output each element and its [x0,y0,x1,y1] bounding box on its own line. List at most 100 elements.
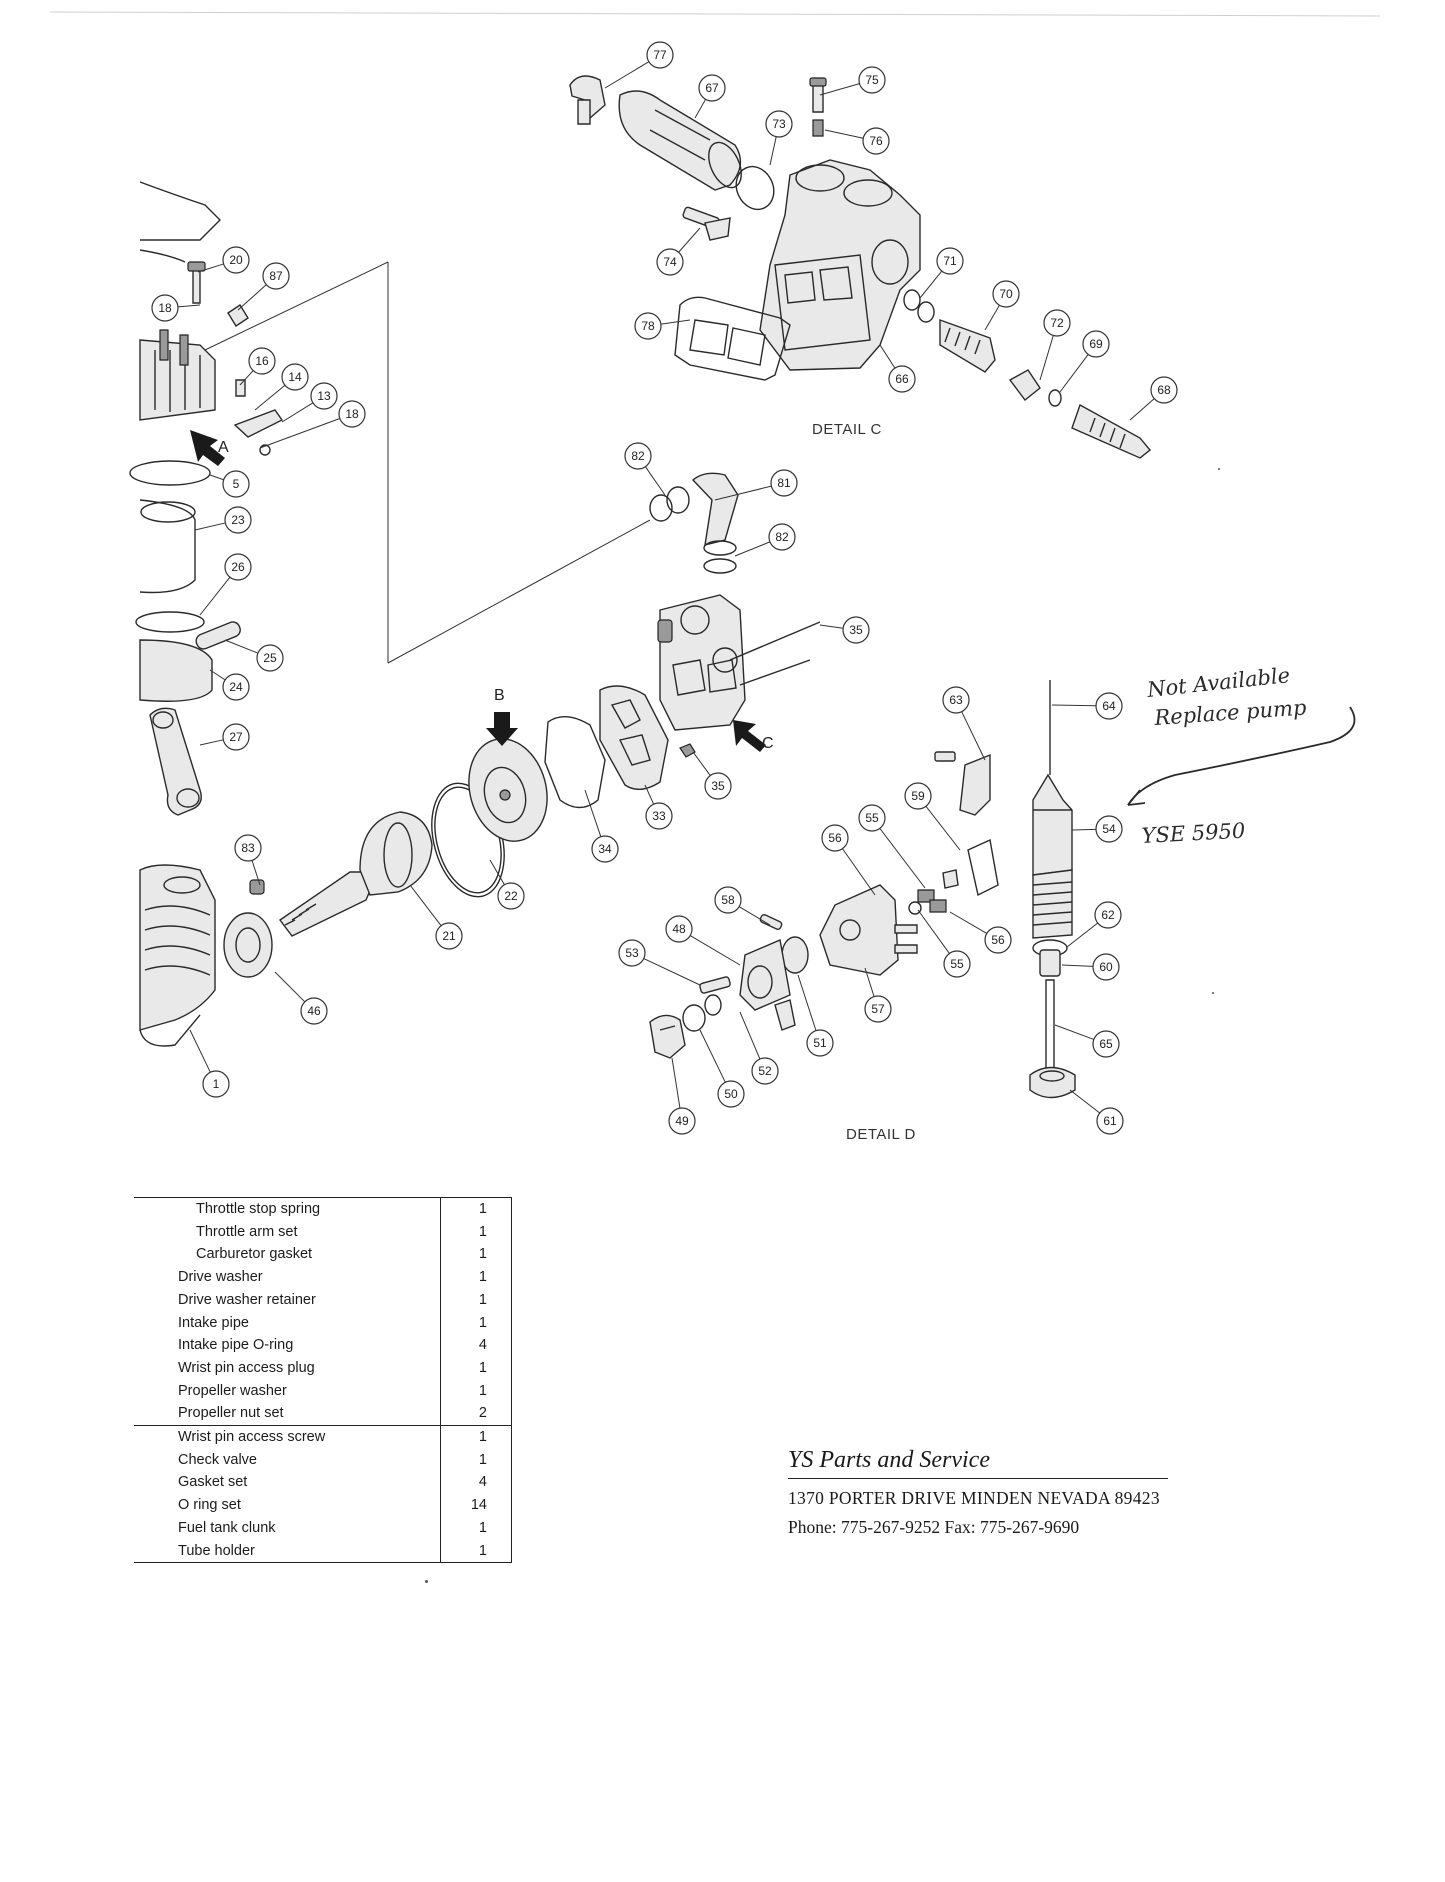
callout-number: 5 [233,477,240,491]
callout-number: 55 [865,811,879,825]
callout-circle [435,922,463,950]
part-quantity: 1 [440,1448,512,1472]
callout-circle [770,469,798,497]
callout-leader [238,285,266,310]
callout-number: 78 [641,319,655,333]
callout-leader [926,806,960,850]
part-quantity: 1 [440,1288,512,1312]
callout-number: 75 [865,73,879,87]
callout-circle [222,723,250,751]
callout-circle [858,66,886,94]
callout-circle [1092,1030,1120,1058]
handwritten-part-number: YSE 5950 [1141,819,1246,848]
callout-circle [1094,901,1122,929]
callout-number: 54 [1102,822,1116,836]
callout-number: 70 [999,287,1013,301]
callout-number: 61 [1103,1114,1117,1128]
view-arrow-a [190,430,225,466]
callout-leader [200,740,223,745]
part-quantity: 1 [440,1220,512,1244]
callout-leader [210,670,225,680]
callout-number: 87 [269,269,283,283]
callout-leader [798,975,816,1031]
callout-circle [668,1107,696,1135]
callout-leader [282,403,313,422]
callout-circle [624,442,652,470]
callout-number: 58 [721,893,735,907]
callout-number: 18 [158,301,172,315]
part-quantity: 1 [440,1539,512,1563]
callout-number: 1 [213,1077,220,1091]
callout-circle [234,834,262,862]
callout-circle [821,824,849,852]
callout-leader [880,828,925,888]
part-quantity: 1 [440,1311,512,1335]
callout-number: 56 [991,933,1005,947]
part-description: Propeller washer [178,1382,287,1399]
callout-circle [618,939,646,967]
callout-circle [151,294,179,322]
callout-leader [672,1058,680,1108]
callout-number: 65 [1099,1037,1113,1051]
callout-circle [645,802,673,830]
callout-circle [1092,953,1120,981]
callout-number: 73 [772,117,786,131]
part-description: Fuel tank clunk [178,1519,276,1536]
callout-leader [1072,829,1096,830]
part-description: Gasket set [178,1474,248,1491]
callout-leader [700,1030,725,1082]
callout-leader [962,712,985,760]
callout-leader [842,849,875,895]
handwritten-note: Not Available Replace pump YSE 5950 [1128,663,1355,848]
view-arrow-c [733,720,766,752]
callout-number: 13 [317,389,331,403]
callout-leader [260,419,340,448]
callout-circle [984,926,1012,954]
callout-circle [842,616,870,644]
table-row: Drive washer retainer 1 [134,1288,512,1312]
callout-circle [646,41,674,69]
callout-number: 82 [631,449,645,463]
callout-number: 18 [345,407,359,421]
callout-leader [735,542,770,556]
callout-leader [1070,1090,1100,1113]
scan-speck [1212,992,1214,994]
view-arrow-a-label: A [218,439,229,456]
company-phone: Phone: 775-267-9252 Fax: 775-267-9690 [788,1517,1080,1537]
callout-circle [888,365,916,393]
callout-circle [310,382,338,410]
callout-number: 71 [943,254,957,268]
callout-leader [1040,335,1053,380]
callout-leader [645,785,654,804]
callout-circle [1082,330,1110,358]
callout-number: 76 [869,134,883,148]
callout-number: 82 [775,530,789,544]
detail-c-label: DETAIL C [812,421,882,438]
part-description: Wrist pin access plug [178,1359,315,1376]
callout-circle [698,74,726,102]
view-arrow-b [486,712,518,746]
part-description: Drive washer retainer [178,1291,316,1308]
part-quantity: 1 [440,1425,512,1449]
callout-number: 69 [1089,337,1103,351]
callout-leader [740,1012,760,1059]
callout-leader [644,959,700,985]
callout-leader [198,264,224,272]
callout-number: 52 [758,1064,772,1078]
part-quantity: 2 [440,1402,512,1426]
callout-leader [693,752,710,776]
callout-number: 77 [653,48,667,62]
callout-circle [714,886,742,914]
view-arrow-b-label: B [494,687,505,704]
callout-number: 14 [288,370,302,384]
callout-circle [497,882,525,910]
callout-number: 64 [1102,699,1116,713]
engine-left-assembly [130,182,272,1046]
callout-number: 66 [895,372,909,386]
